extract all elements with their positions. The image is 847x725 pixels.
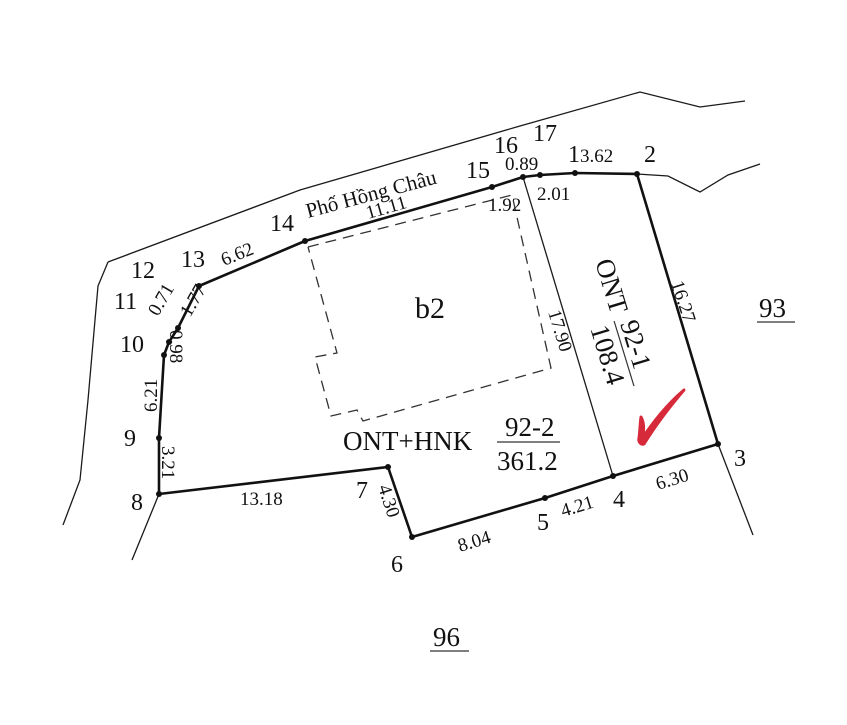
dim-16-17: 0.89 <box>505 154 538 175</box>
parcel-main-area: 361.2 <box>497 446 558 476</box>
point-label-17: 17 <box>533 121 557 147</box>
neighbor-parcel-93: 93 <box>759 293 786 323</box>
street-lower-right <box>636 163 761 193</box>
dim-8-9: 3.21 <box>157 446 178 479</box>
point-label-6: 6 <box>391 552 403 578</box>
building-label: b2 <box>415 292 445 325</box>
point-label-8: 8 <box>131 490 143 516</box>
building-outline <box>307 194 552 422</box>
dim-13-14: 6.62 <box>218 239 257 271</box>
point-label-1: 1 <box>568 142 580 168</box>
neighbor-parcel-96: 96 <box>433 622 460 652</box>
dim-3-4: 6.30 <box>653 465 691 495</box>
parcel-split-line <box>522 176 614 477</box>
point-label-10: 10 <box>120 332 144 358</box>
dim-4-5: 4.21 <box>558 492 596 522</box>
dim-17-1: 2.01 <box>537 184 570 205</box>
dim-15-16: 1.92 <box>488 195 521 216</box>
point-label-4: 4 <box>613 487 625 513</box>
parcel-main-use: ONT+HNK <box>343 426 473 456</box>
vertex-points <box>156 170 721 540</box>
point-label-7: 7 <box>356 478 368 504</box>
neighbor-line-left <box>131 493 160 561</box>
point-label-14: 14 <box>270 211 294 237</box>
dim-7-8: 13.18 <box>240 489 283 510</box>
point-label-15: 15 <box>466 158 490 184</box>
point-label-9: 9 <box>124 426 136 452</box>
point-label-3: 3 <box>734 446 746 472</box>
dim-2-3: 16.27 <box>666 278 699 325</box>
dim-11-12: 0.71 <box>144 280 179 319</box>
dim-10-11: 0.98 <box>165 330 186 363</box>
check-mark-icon <box>637 388 686 446</box>
parcel-side-use: ONT <box>589 255 634 317</box>
point-label-13: 13 <box>181 247 205 273</box>
point-label-16: 16 <box>494 133 518 159</box>
street-upper-edge <box>107 91 746 263</box>
point-label-5: 5 <box>537 510 549 536</box>
point-label-2: 2 <box>644 142 656 168</box>
point-label-11: 11 <box>114 289 137 315</box>
dim-6-7: 4.30 <box>373 482 403 520</box>
parcel-main-number: 92-2 <box>505 412 555 442</box>
street-upper-edge-right <box>62 261 109 526</box>
neighbor-line-right <box>717 443 754 536</box>
point-label-12: 12 <box>131 258 155 284</box>
dim-split-line: 17.90 <box>543 307 576 354</box>
dim-1-2: 3.62 <box>580 146 613 167</box>
dim-12-13: 1.77 <box>176 281 211 320</box>
dim-5-6: 8.04 <box>455 527 493 557</box>
dim-9-10: 6.21 <box>141 379 162 412</box>
parcel-side-fraction-bar <box>613 320 635 387</box>
